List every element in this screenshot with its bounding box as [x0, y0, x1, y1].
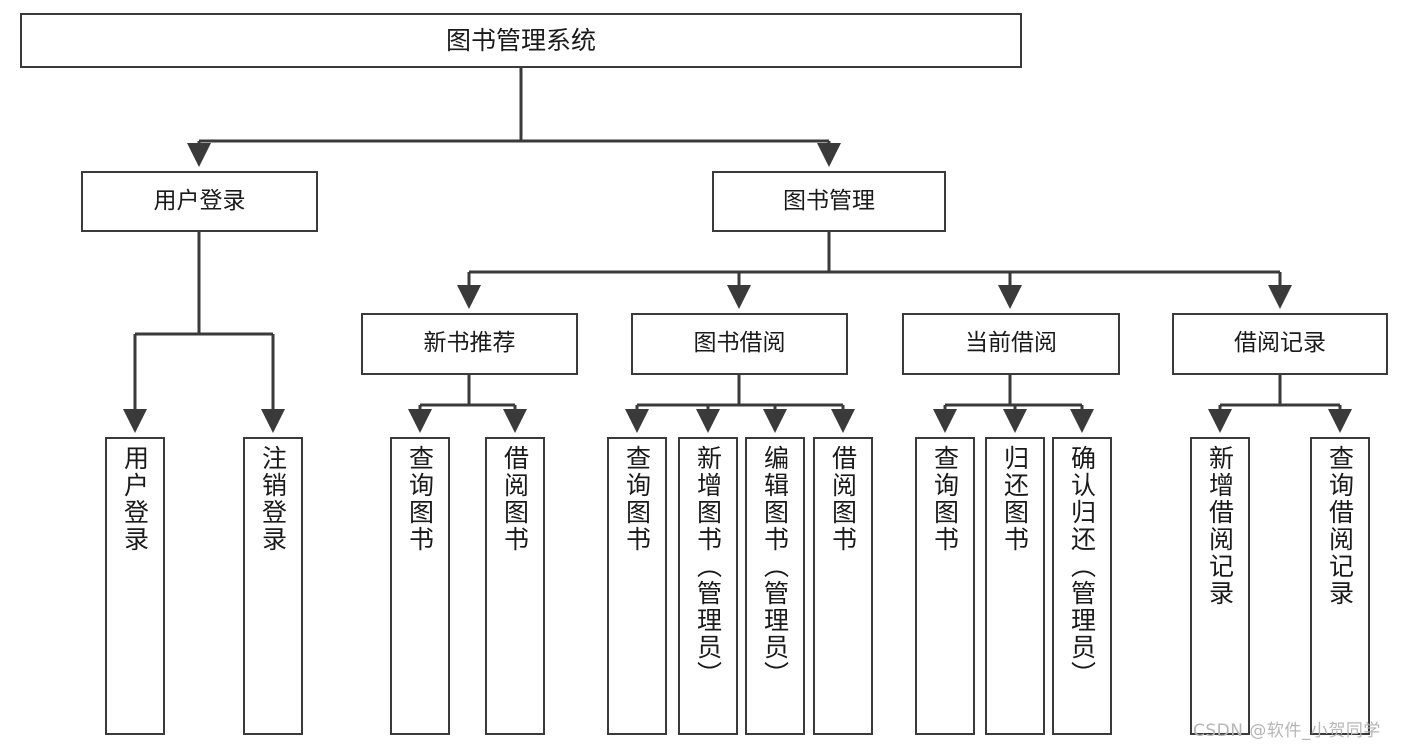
- leaf-query-book-newbook-label: 查询图书: [405, 445, 435, 553]
- leaf-query-book-current-label: 查询图书: [930, 445, 960, 553]
- leaf-logout[interactable]: 注销登录: [243, 437, 303, 735]
- leaf-return-book[interactable]: 归还图书: [985, 437, 1045, 735]
- node-user-login[interactable]: 用户登录: [81, 171, 318, 232]
- leaf-borrow-book-newbook-label: 借阅图书: [500, 445, 530, 553]
- leaf-add-borrow-record[interactable]: 新增借阅记录: [1190, 437, 1250, 735]
- leaf-edit-book-admin-label: 编辑图书（管理员）: [760, 445, 790, 688]
- node-root-label: 图书管理系统: [445, 25, 596, 55]
- node-root-system[interactable]: 图书管理系统: [20, 13, 1022, 68]
- node-new-book-recommend[interactable]: 新书推荐: [361, 313, 578, 375]
- node-borrow-record[interactable]: 借阅记录: [1172, 313, 1388, 375]
- node-current-borrow[interactable]: 当前借阅: [902, 313, 1120, 375]
- leaf-borrow-book-newbook[interactable]: 借阅图书: [485, 437, 545, 735]
- watermark: CSDN @软件_小贺同学: [1193, 721, 1381, 741]
- leaf-borrow-book[interactable]: 借阅图书: [813, 437, 873, 735]
- node-user-login-label: 用户登录: [153, 187, 246, 214]
- node-book-borrow-label: 图书借阅: [693, 330, 786, 357]
- node-book-management[interactable]: 图书管理: [712, 171, 946, 232]
- leaf-query-book-borrow[interactable]: 查询图书: [607, 437, 667, 735]
- node-book-borrow[interactable]: 图书借阅: [631, 313, 848, 375]
- node-book-management-label: 图书管理: [783, 187, 875, 214]
- leaf-query-book-borrow-label: 查询图书: [622, 445, 652, 553]
- leaf-confirm-return-admin-label: 确认归还（管理员）: [1067, 445, 1097, 688]
- leaf-user-login-label: 用户登录: [120, 445, 150, 553]
- leaf-return-book-label: 归还图书: [1000, 445, 1030, 553]
- node-current-borrow-label: 当前借阅: [965, 330, 1057, 357]
- leaf-user-login[interactable]: 用户登录: [105, 437, 165, 735]
- leaf-add-borrow-record-label: 新增借阅记录: [1205, 445, 1235, 607]
- leaf-query-borrow-record[interactable]: 查询借阅记录: [1310, 437, 1370, 735]
- leaf-add-book-admin-label: 新增图书（管理员）: [693, 445, 723, 688]
- leaf-add-book-admin[interactable]: 新增图书（管理员）: [678, 437, 738, 735]
- node-new-book-recommend-label: 新书推荐: [423, 330, 516, 357]
- leaf-edit-book-admin[interactable]: 编辑图书（管理员）: [745, 437, 805, 735]
- node-borrow-record-label: 借阅记录: [1234, 330, 1326, 357]
- leaf-logout-label: 注销登录: [258, 445, 288, 553]
- leaf-query-borrow-record-label: 查询借阅记录: [1325, 445, 1355, 607]
- leaf-query-book-newbook[interactable]: 查询图书: [390, 437, 450, 735]
- leaf-confirm-return-admin[interactable]: 确认归还（管理员）: [1052, 437, 1112, 735]
- leaf-query-book-current[interactable]: 查询图书: [915, 437, 975, 735]
- leaf-borrow-book-label: 借阅图书: [828, 445, 858, 553]
